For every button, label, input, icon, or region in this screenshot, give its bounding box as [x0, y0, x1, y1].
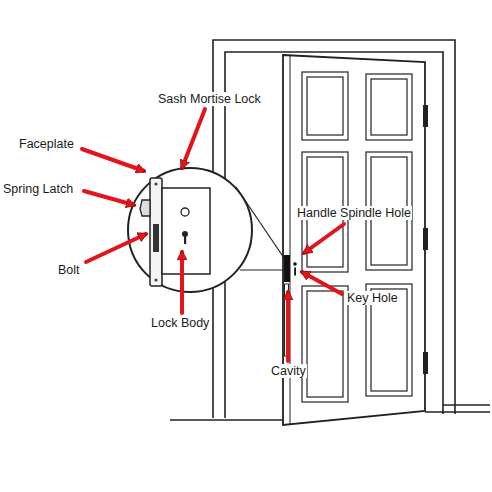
part-label: Sash Mortise Lock: [157, 92, 262, 106]
handle-spindle-hole: [293, 262, 297, 266]
magnifier: [128, 168, 284, 292]
lock-body: [162, 188, 210, 274]
part-label: Lock Body: [150, 316, 210, 330]
lock-mortise: [284, 255, 290, 282]
part-label: Bolt: [57, 263, 81, 277]
part-label: Faceplate: [18, 137, 75, 151]
leader-arrows: [82, 109, 344, 361]
key-hole: [294, 268, 296, 276]
bolt: [153, 224, 159, 252]
part-label: Spring Latch: [2, 182, 74, 196]
spring-latch: [140, 200, 150, 216]
part-label: Cavity: [270, 364, 307, 378]
faceplate: [150, 178, 162, 286]
part-label: Handle Spindle Hole: [296, 206, 412, 220]
part-label: Key Hole: [346, 291, 399, 305]
